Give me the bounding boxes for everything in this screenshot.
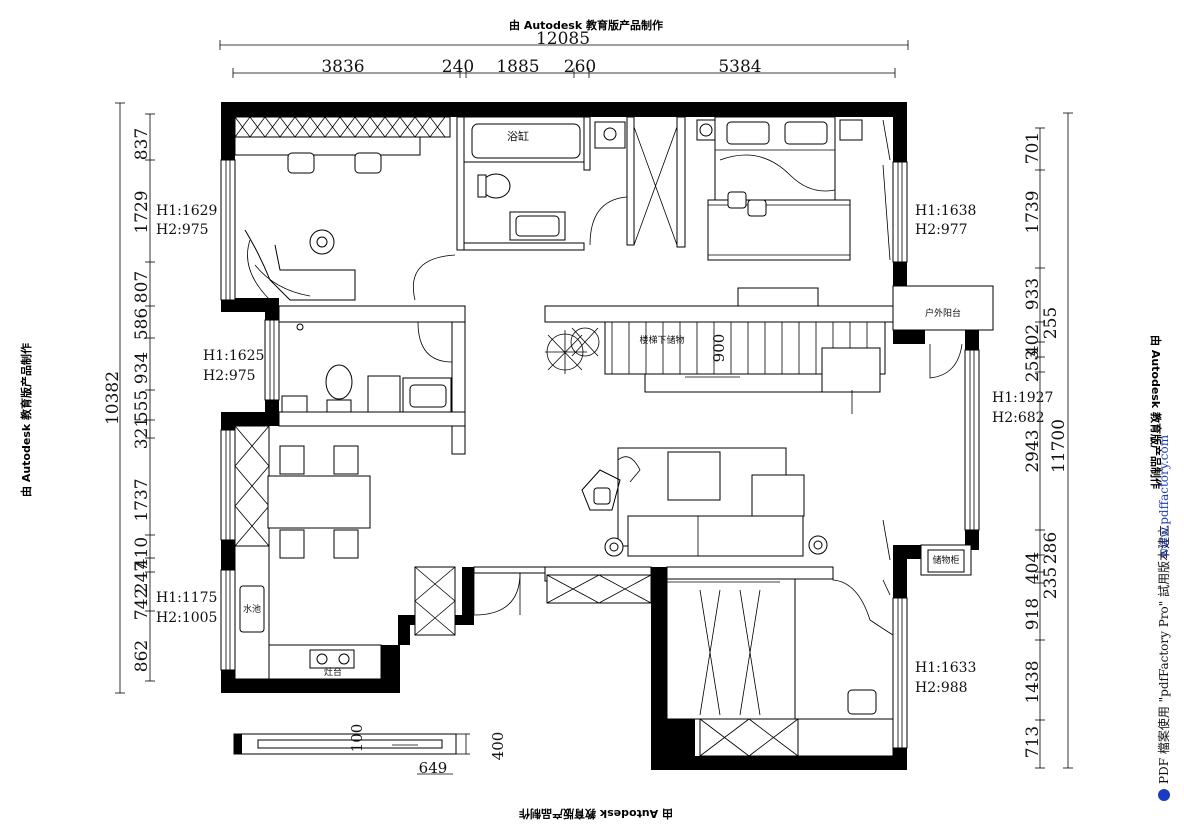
left-dim-label-5: 555 (132, 390, 152, 422)
left-dim-label-9: 247 (132, 561, 152, 593)
watermark-left: 由 Autodesk 教育版产品制作 (19, 343, 33, 497)
watermark-right: 由 Autodesk 教育版产品制作 (1149, 335, 1163, 489)
top-dim-label-1: 240 (442, 57, 474, 77)
under-stair-storage-label: 楼梯下储物 (639, 334, 684, 346)
dining-kitchen: 水池 灶台 (234, 425, 521, 680)
right-dim-label-7: 404 (1023, 552, 1043, 584)
detail-dim-100: 100 (348, 724, 366, 753)
kitchen-window-h1: H1:1175 (156, 590, 217, 606)
pdf-logo-icon (1158, 789, 1170, 801)
watermark-top: 由 Autodesk 教育版产品制作 (509, 18, 663, 32)
left-dim-label-4: 934 (132, 352, 152, 384)
top-total-label: 12085 (536, 29, 590, 49)
windows (220, 159, 994, 749)
stairs: 楼梯下储物 900 (545, 321, 886, 414)
stove-label: 灶台 (324, 666, 342, 678)
bedroom-furniture (696, 116, 891, 307)
small-bathroom (281, 254, 456, 413)
top-dim-label-0: 3836 (321, 57, 364, 77)
right-dim-label-4: 253 (1023, 350, 1043, 382)
left-dim-label-3: 586 (132, 308, 152, 340)
right-dim-label-5: 255 (1041, 307, 1061, 339)
bath-top: 浴缸 (463, 116, 678, 246)
balconies: 户外阳台 储物柜 (925, 307, 965, 573)
study-furniture (234, 116, 451, 301)
left-dim-label-6: 321 (132, 417, 152, 449)
left-dim-label-10: 742 (132, 588, 152, 620)
left-dim-label-7: 1737 (132, 478, 152, 521)
study-window-h2: H2:975 (156, 222, 209, 238)
living-window-h1: H1:1927 (992, 390, 1053, 406)
right-dim-label-3: 402 (1023, 324, 1043, 356)
right-dim-label-2: 933 (1023, 278, 1043, 310)
watermark-bottom: 由 Autodesk 教育版产品制作 (519, 807, 673, 821)
living-window-h2: H2:682 (992, 410, 1045, 426)
bathroom-window-h1: H1:1625 (203, 348, 264, 364)
bedroom2-window-h1: H1:1633 (915, 660, 976, 676)
right-dim-label-8: 286 (1041, 532, 1061, 564)
right-dim-label-0: 701 (1023, 132, 1043, 164)
right-dim-label-1: 1739 (1023, 190, 1043, 233)
sink-label: 水池 (243, 603, 261, 615)
stair-dimension-label: 900 (710, 334, 728, 363)
right-dim-label-6: 2943 (1023, 429, 1043, 472)
detail-dim-649: 649 (419, 759, 448, 777)
pdf-note: PDF 檔案使用 "pdfFactory Pro" 試用版本建立 www.pdf… (1156, 434, 1171, 801)
study-window-h1: H1:1629 (156, 203, 217, 219)
bedroom2-window-h2: H2:988 (915, 680, 968, 696)
left-dim-label-1: 1729 (132, 190, 152, 233)
right-dim-label-11: 1438 (1023, 660, 1043, 703)
left-total-label: 10382 (103, 371, 123, 425)
right-dim-label-10: 918 (1023, 598, 1043, 630)
bedroom-window-h1: H1:1638 (915, 203, 976, 219)
right-dim-label-9: 235 (1041, 567, 1061, 599)
kitchen-window-h2: H2:1005 (156, 610, 217, 626)
left-dim-label-8: 410 (132, 537, 152, 569)
left-dim-label-0: 837 (132, 128, 152, 160)
top-dim-label-4: 5384 (718, 57, 761, 77)
left-dim-label-11: 862 (132, 640, 152, 672)
right-total-label: 11700 (1049, 419, 1069, 473)
outdoor-balcony-label: 户外阳台 (925, 307, 961, 319)
detail-drawing: 100 400 649 (233, 724, 507, 777)
bathtub-label: 浴缸 (507, 129, 529, 143)
left-dim-label-2: 807 (132, 271, 152, 303)
bedroom-window-h2: H2:977 (915, 222, 968, 238)
pdf-note-text: PDF 檔案使用 "pdfFactory Pro" 試用版本建立 (1156, 525, 1171, 784)
top-dimension: 12085 3836 240 1885 260 5384 (219, 29, 909, 78)
bedroom2 (546, 519, 894, 757)
right-dim-label-12: 713 (1023, 726, 1043, 758)
living-room (581, 447, 894, 636)
top-dim-label-3: 260 (564, 57, 596, 77)
top-dim-label-2: 1885 (496, 57, 539, 77)
window-height-labels: H1:1629 H2:975 H1:1638 H2:977 H1:1625 H2… (156, 203, 1053, 696)
storage-cabinet-label: 储物柜 (932, 554, 959, 566)
bathroom-window-h2: H2:975 (203, 368, 256, 384)
detail-dim-400: 400 (489, 732, 507, 761)
pdf-note-link: www.pdffactory.com (1157, 434, 1171, 558)
